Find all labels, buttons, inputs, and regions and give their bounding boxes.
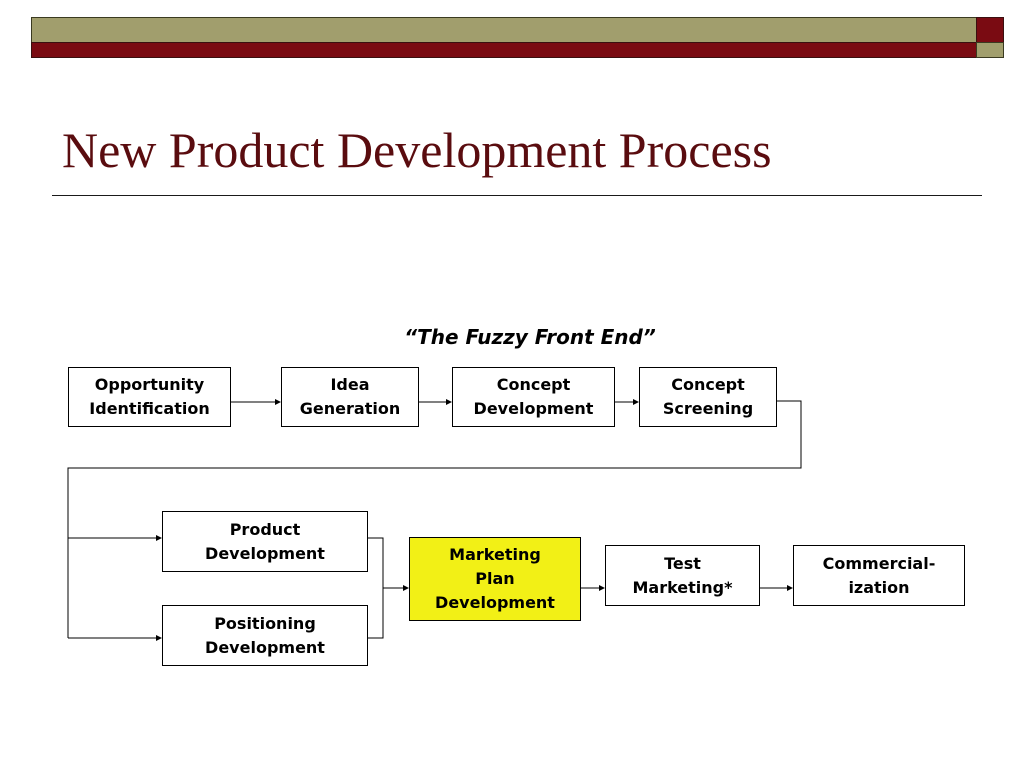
fuzzy-front-end-label: “The Fuzzy Front End”	[404, 325, 656, 349]
connector-product-bracket	[368, 537, 384, 639]
step-concept-development: Concept Development	[452, 367, 615, 427]
step-idea-generation: Idea Generation	[281, 367, 419, 427]
header-square-olive	[976, 42, 1004, 58]
step-test-marketing: Test Marketing*	[605, 545, 760, 606]
step-marketing-plan-development: Marketing Plan Development	[409, 537, 581, 621]
connector-screening-to-second-row	[67, 400, 802, 638]
step-opportunity-identification: Opportunity Identification	[68, 367, 231, 427]
step-commercialization: Commercial- ization	[793, 545, 965, 606]
slide-title: New Product Development Process	[62, 122, 772, 178]
step-product-development: Product Development	[162, 511, 368, 572]
step-positioning-development: Positioning Development	[162, 605, 368, 666]
step-concept-screening: Concept Screening	[639, 367, 777, 427]
title-divider	[52, 195, 982, 196]
